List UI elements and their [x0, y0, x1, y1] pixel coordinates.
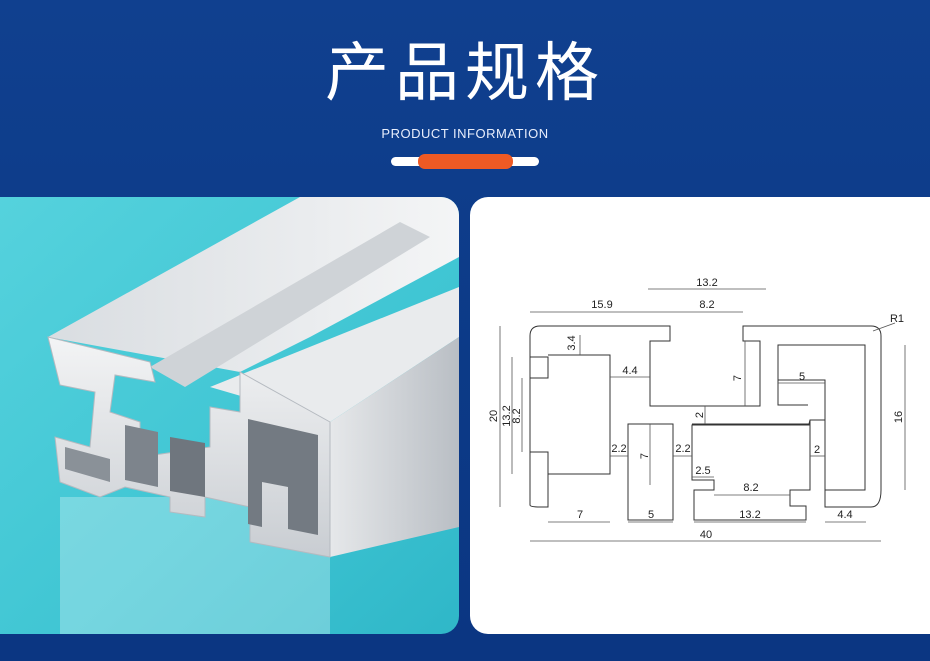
dim-4-4-bottom: 4.4 — [837, 509, 852, 521]
profile-outline — [540, 325, 882, 521]
dim-r1: R1 — [890, 313, 904, 325]
dim-2-mid: 2 — [694, 412, 706, 418]
dim-16: 16 — [893, 411, 905, 423]
profile-top-right-surface — [210, 287, 459, 422]
title-underline-accent — [418, 154, 513, 169]
dim-8-2-left: 8.2 — [511, 408, 523, 423]
profile-small-hollow — [627, 423, 674, 521]
dim-15-9: 15.9 — [591, 299, 612, 311]
dim-8-2-top: 8.2 — [699, 299, 714, 311]
dim-8-2-bottom: 8.2 — [743, 482, 758, 494]
dim-2-2-b: 2.2 — [675, 443, 690, 455]
technical-drawing-panel: 15.9 13.2 8.2 R1 3.4 4.4 7 5 2 16 20 13.… — [470, 197, 930, 634]
profile-left-notch — [530, 356, 549, 379]
profile-hollow-1 — [125, 425, 158, 487]
dim-7-mid: 7 — [732, 375, 744, 381]
dim-2-5: 2.5 — [695, 465, 710, 477]
profile-right-step — [777, 380, 808, 406]
profile-hollow-2 — [170, 437, 205, 497]
dim-5-bottom: 5 — [648, 509, 654, 521]
profile-left-edge — [529, 325, 549, 508]
page-subtitle: PRODUCT INFORMATION — [381, 126, 549, 141]
dim-7-bottom: 7 — [577, 509, 583, 521]
dim-13-2-top: 13.2 — [696, 277, 717, 289]
dim-2-right: 2 — [814, 444, 820, 456]
profile-left-slot — [547, 354, 611, 475]
product-photo-panel — [0, 197, 459, 634]
profile-side-surface — [330, 337, 459, 557]
profile-right-slot — [777, 344, 866, 491]
dim-40: 40 — [700, 529, 712, 541]
aluminium-profile-illustration — [0, 197, 459, 634]
dim-20: 20 — [488, 410, 500, 422]
dim-5-right: 5 — [799, 371, 805, 383]
profile-top-slot — [150, 222, 430, 387]
profile-hollow-3 — [248, 419, 318, 535]
dim-13-2-bottom: 13.2 — [739, 509, 760, 521]
dim-2-2-a: 2.2 — [611, 443, 626, 455]
dim-3-4: 3.4 — [566, 335, 578, 350]
dim-4-4-mid: 4.4 — [622, 365, 637, 377]
profile-top-surface — [48, 197, 459, 372]
dim-7-slot: 7 — [639, 453, 651, 459]
page-title: 产品规格 — [325, 37, 605, 111]
profile-hollow-4 — [65, 447, 110, 482]
dim-13-2-left: 13.2 — [501, 405, 513, 426]
cross-section-drawing: 15.9 13.2 8.2 R1 3.4 4.4 7 5 2 16 20 13.… — [488, 277, 906, 542]
